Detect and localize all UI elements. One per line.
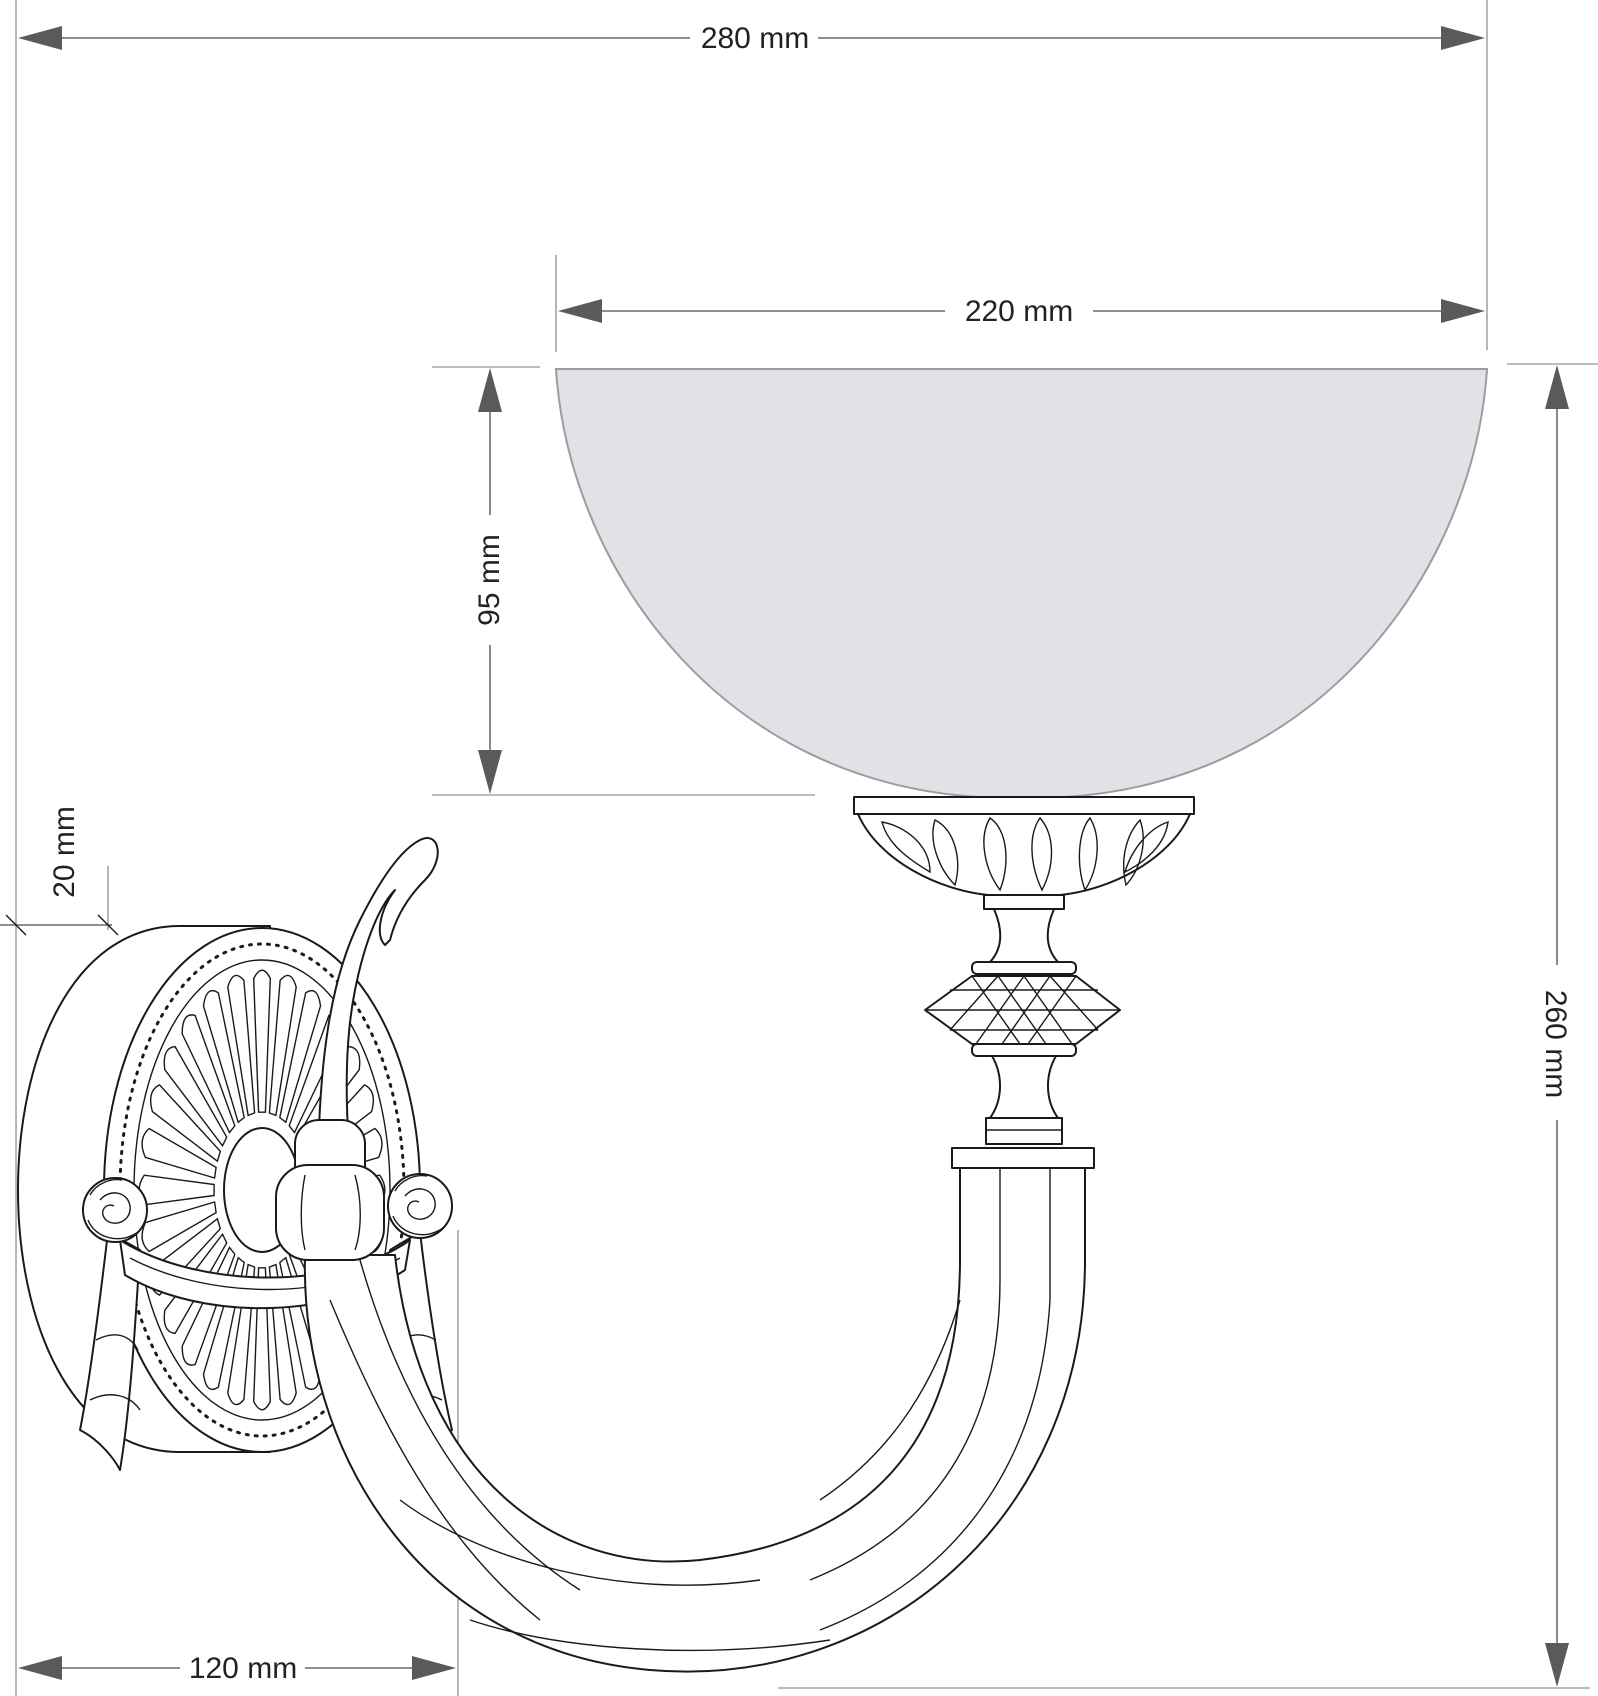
arrow-left-icon bbox=[558, 299, 602, 323]
sunburst-ray bbox=[296, 1045, 361, 1148]
sunburst-ray bbox=[181, 1246, 236, 1366]
overall-height-label: 260 mm bbox=[1539, 990, 1572, 1098]
arm-knuckle bbox=[275, 1164, 385, 1261]
arrow-right-icon bbox=[412, 1656, 456, 1680]
sunburst-ray bbox=[202, 1256, 245, 1391]
arm-outer-curve bbox=[303, 1167, 1086, 1673]
lamp-stem bbox=[924, 894, 1121, 1169]
stem-lower-neck bbox=[989, 1055, 1059, 1119]
sunburst-ray bbox=[163, 1045, 228, 1148]
sunburst-ray bbox=[252, 969, 272, 1113]
dimension-shade-height: 95 mm bbox=[432, 366, 815, 796]
sunburst-ray bbox=[227, 1263, 256, 1406]
ribbon-left bbox=[79, 1231, 141, 1471]
cup-rim bbox=[853, 796, 1195, 815]
shade-height-label: 95 mm bbox=[473, 534, 506, 626]
arrow-left-icon bbox=[18, 26, 62, 50]
cup-petals bbox=[881, 816, 1169, 892]
stem-ring bbox=[971, 1043, 1077, 1057]
tick-mark bbox=[97, 914, 119, 936]
lamp-arm bbox=[275, 837, 1086, 1673]
backplate-depth-label: 20 mm bbox=[48, 806, 81, 898]
tick-mark bbox=[5, 914, 27, 936]
projection-label: 120 mm bbox=[189, 1652, 297, 1685]
rose-right bbox=[387, 1173, 453, 1239]
sunburst-ray bbox=[181, 1014, 236, 1134]
stem-base-rings bbox=[985, 1117, 1063, 1145]
arrow-right-icon bbox=[1441, 299, 1485, 323]
arrow-left-icon bbox=[18, 1656, 62, 1680]
cup-bowl bbox=[857, 813, 1191, 896]
sunburst-ray bbox=[202, 989, 245, 1124]
arrow-right-icon bbox=[1441, 26, 1485, 50]
overall-width-label: 280 mm bbox=[701, 22, 809, 55]
arm-top-block bbox=[951, 1147, 1095, 1169]
sunburst-ray bbox=[141, 1127, 217, 1179]
sunburst-ray bbox=[163, 1232, 228, 1335]
dimension-overall-width: 280 mm bbox=[15, 0, 1488, 1696]
sunburst-ray bbox=[279, 989, 322, 1124]
sunburst-ray bbox=[252, 1267, 272, 1411]
dimension-overall-height: 260 mm bbox=[778, 363, 1598, 1689]
sunburst-ray bbox=[302, 1084, 374, 1163]
rose-left bbox=[82, 1177, 148, 1243]
stem-upper-neck bbox=[989, 908, 1059, 963]
sunburst-ray bbox=[227, 974, 256, 1117]
sunburst-ray bbox=[150, 1084, 222, 1163]
stem-ring bbox=[971, 961, 1077, 975]
dimension-shade-width: 220 mm bbox=[555, 255, 1485, 352]
arrow-down-icon bbox=[1545, 1643, 1569, 1687]
crystal-facets bbox=[925, 975, 1120, 1045]
dimension-backplate-depth: 20 mm bbox=[0, 806, 119, 936]
sunburst-ray bbox=[268, 974, 297, 1117]
arrow-up-icon bbox=[1545, 365, 1569, 409]
glass-shade bbox=[554, 368, 1489, 798]
arrow-down-icon bbox=[478, 750, 502, 794]
arrow-up-icon bbox=[478, 368, 502, 412]
sunburst-ray bbox=[307, 1127, 383, 1179]
sunburst-ray bbox=[268, 1263, 297, 1406]
dimension-projection: 120 mm bbox=[18, 1230, 459, 1696]
shade-width-label: 220 mm bbox=[965, 295, 1073, 328]
stem-ring-top bbox=[983, 894, 1065, 910]
shade-holder-cup bbox=[853, 796, 1195, 896]
